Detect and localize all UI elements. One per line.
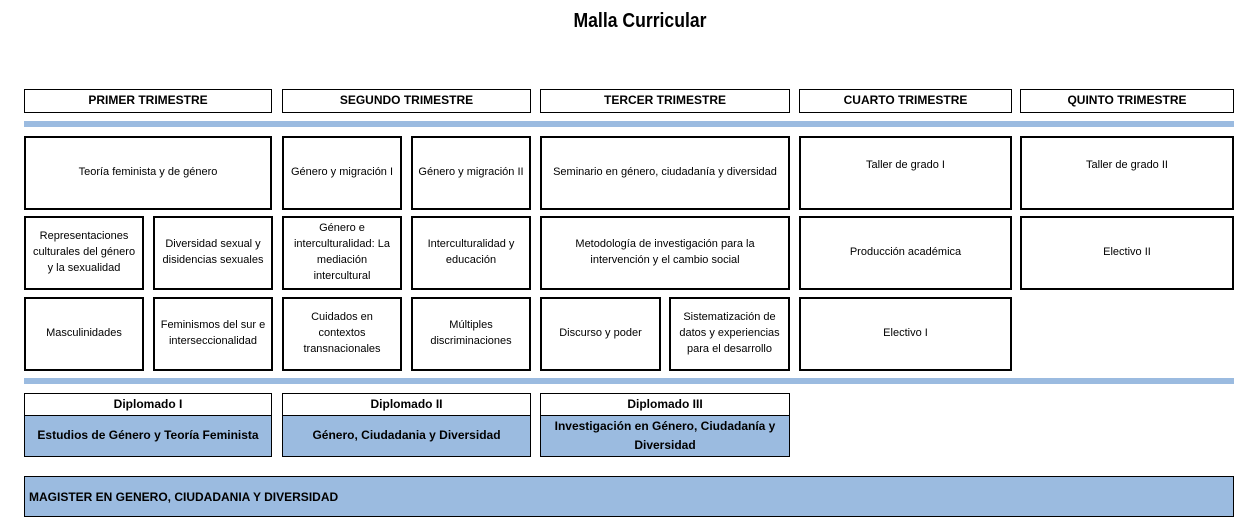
course-genero-interculturalidad: Género e interculturalidad: La mediación…: [282, 216, 402, 290]
diplomado-1-label: Diplomado I: [24, 393, 272, 416]
diplomado-1-name: Estudios de Género y Teoría Feminista: [24, 415, 272, 457]
course-genero-migracion-1: Género y migración I: [282, 136, 402, 210]
course-electivo-2: Electivo II: [1020, 216, 1234, 290]
trimester-header-2: SEGUNDO TRIMESTRE: [282, 89, 531, 113]
accent-bar-bottom: [24, 378, 1234, 384]
diplomado-2-label: Diplomado II: [282, 393, 531, 416]
diplomado-3-label: Diplomado III: [540, 393, 790, 416]
trimester-header-3: TERCER TRIMESTRE: [540, 89, 790, 113]
course-diversidad-sexual: Diversidad sexual y disidencias sexuales: [153, 216, 273, 290]
course-seminario: Seminario en género, ciudadanía y divers…: [540, 136, 790, 210]
trimester-header-5: QUINTO TRIMESTRE: [1020, 89, 1234, 113]
degree-banner: MAGISTER EN GENERO, CIUDADANIA Y DIVERSI…: [24, 476, 1234, 517]
diplomado-3-name: Investigación en Género, Ciudadanía y Di…: [540, 415, 790, 457]
degree-title: MAGISTER EN GENERO, CIUDADANIA Y DIVERSI…: [29, 489, 339, 504]
course-metodologia: Metodología de investigación para la int…: [540, 216, 790, 290]
course-representaciones: Representaciones culturales del género y…: [24, 216, 144, 290]
course-taller-grado-2: Taller de grado II: [1020, 136, 1234, 210]
course-discurso-poder: Discurso y poder: [540, 297, 661, 371]
course-genero-migracion-2: Género y migración II: [411, 136, 531, 210]
course-interculturalidad-educacion: Interculturalidad y educación: [411, 216, 531, 290]
course-electivo-1: Electivo I: [799, 297, 1012, 371]
course-multiples-discriminaciones: Múltiples discriminaciones: [411, 297, 531, 371]
trimester-header-4: CUARTO TRIMESTRE: [799, 89, 1012, 113]
course-masculinidades: Masculinidades: [24, 297, 144, 371]
trimester-header-1: PRIMER TRIMESTRE: [24, 89, 272, 113]
accent-bar-top: [24, 121, 1234, 127]
page-title: Malla Curricular: [573, 10, 707, 32]
course-sistematizacion: Sistematización de datos y experiencias …: [669, 297, 790, 371]
course-teoria-feminista: Teoría feminista y de género: [24, 136, 272, 210]
course-cuidados: Cuidados en contextos transnacionales: [282, 297, 402, 371]
course-taller-grado-1: Taller de grado I: [799, 136, 1012, 210]
course-produccion-academica: Producción académica: [799, 216, 1012, 290]
course-feminismos-sur: Feminismos del sur e interseccionalidad: [153, 297, 273, 371]
diplomado-2-name: Género, Ciudadania y Diversidad: [282, 415, 531, 457]
